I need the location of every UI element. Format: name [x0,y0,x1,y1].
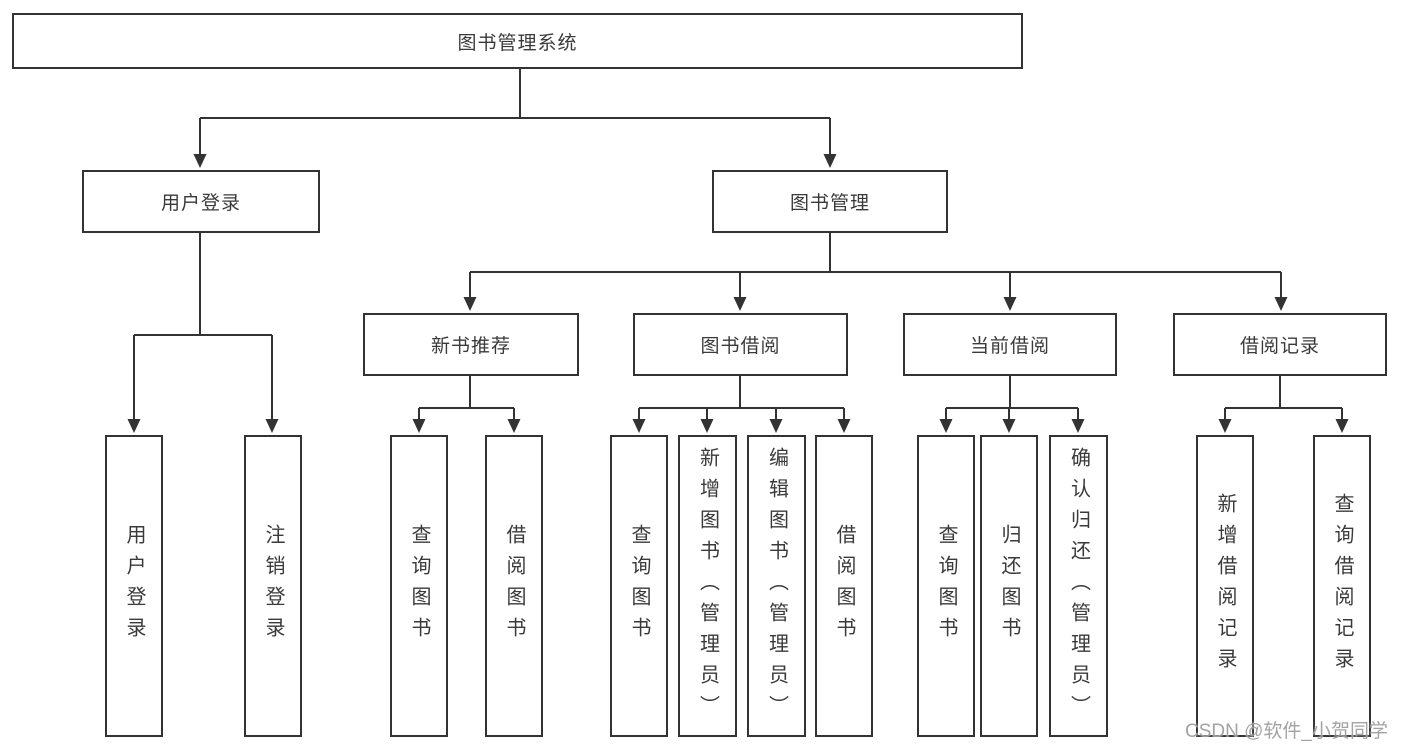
leaf-query-borrow-record: 查询借阅记录 [1313,435,1371,737]
node-label: 用户登录 [160,193,241,214]
node-label: 新书推荐 [430,336,511,357]
leaf-add-books-admin: 新增图书（管理员） [678,435,737,737]
node-current-borrowing: 当前借阅 [903,313,1117,376]
leaf-logout: 注销登录 [244,435,302,737]
leaf-label: 新增图书（管理员） [696,446,719,726]
node-root-label: 图书管理系统 [457,32,578,54]
leaf-return-books: 归还图书 [980,435,1038,737]
leaf-recommend-query-books: 查询图书 [390,435,448,737]
leaf-borrowing-borrow-books: 借阅图书 [815,435,873,737]
leaf-recommend-borrow-books: 借阅图书 [485,435,543,737]
leaf-label: 借阅图书 [833,524,855,648]
leaf-label: 查询图书 [935,524,957,648]
leaf-user-login: 用户登录 [105,435,163,737]
leaf-label: 查询图书 [408,524,430,648]
node-book-management-branch: 图书管理 [712,170,948,233]
leaf-add-borrow-record: 新增借阅记录 [1196,435,1254,737]
node-root-system: 图书管理系统 [12,13,1023,69]
leaf-label: 确认归还（管理员） [1067,446,1090,726]
node-label: 借阅记录 [1239,336,1320,357]
leaf-edit-books-admin: 编辑图书（管理员） [747,435,806,737]
leaf-label: 注销登录 [262,524,284,648]
node-user-login-branch: 用户登录 [82,170,320,233]
node-label: 图书管理 [789,193,870,214]
leaf-label: 借阅图书 [503,524,525,648]
leaf-label: 查询图书 [628,524,650,648]
leaf-confirm-return-admin: 确认归还（管理员） [1049,435,1108,737]
node-label: 图书借阅 [700,336,781,357]
node-new-book-recommend: 新书推荐 [363,313,579,376]
node-borrowing-records: 借阅记录 [1173,313,1387,376]
node-book-borrowing: 图书借阅 [633,313,848,376]
leaf-label: 编辑图书（管理员） [765,446,788,726]
node-label: 当前借阅 [969,336,1050,357]
leaf-label: 查询借阅记录 [1331,493,1353,679]
leaf-current-query-books: 查询图书 [917,435,975,737]
leaf-label: 归还图书 [998,524,1020,648]
csdn-watermark: CSDN @软件_小贺同学 [1185,721,1388,742]
leaf-label: 新增借阅记录 [1214,493,1236,679]
leaf-borrowing-query-books: 查询图书 [610,435,668,737]
leaf-label: 用户登录 [123,524,145,648]
